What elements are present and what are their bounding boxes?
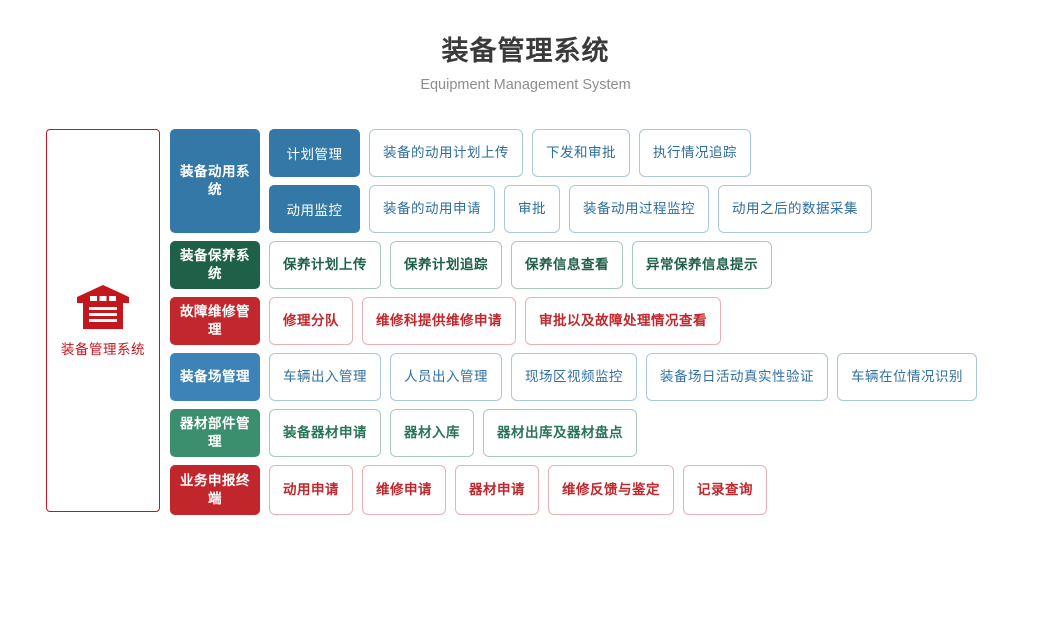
architecture-row: 故障维修管理修理分队维修科提供维修申请审批以及故障处理情况查看 xyxy=(170,297,977,345)
page-header: 装备管理系统 Equipment Management System xyxy=(0,34,1051,94)
warehouse-icon xyxy=(75,283,131,331)
item-box[interactable]: 装备的动用申请 xyxy=(369,185,495,233)
subgroup-line: 保养计划上传保养计划追踪保养信息查看异常保养信息提示 xyxy=(260,241,772,289)
item-box[interactable]: 车辆出入管理 xyxy=(269,353,381,401)
category-box[interactable]: 故障维修管理 xyxy=(170,297,260,345)
item-box[interactable]: 装备的动用计划上传 xyxy=(369,129,523,177)
subgroup-column: 装备器材申请器材入库器材出库及器材盘点 xyxy=(260,409,637,457)
page-subtitle: Equipment Management System xyxy=(420,77,631,93)
subgroup-line: 计划管理装备的动用计划上传下发和审批执行情况追踪 xyxy=(260,129,872,177)
architecture-row: 装备动用系统计划管理装备的动用计划上传下发和审批执行情况追踪动用监控装备的动用申… xyxy=(170,129,977,233)
item-box[interactable]: 装备器材申请 xyxy=(269,409,381,457)
subgroup-column: 动用申请维修申请器材申请维修反馈与鉴定记录查询 xyxy=(260,465,767,515)
category-box[interactable]: 装备场管理 xyxy=(170,353,260,401)
item-box[interactable]: 维修科提供维修申请 xyxy=(362,297,516,345)
item-box[interactable]: 器材申请 xyxy=(455,465,539,515)
item-box[interactable]: 维修反馈与鉴定 xyxy=(548,465,674,515)
item-box[interactable]: 保养计划上传 xyxy=(269,241,381,289)
architecture-row: 装备场管理车辆出入管理人员出入管理现场区视频监控装备场日活动真实性验证车辆在位情… xyxy=(170,353,977,401)
item-box[interactable]: 装备场日活动真实性验证 xyxy=(646,353,828,401)
item-box[interactable]: 现场区视频监控 xyxy=(511,353,637,401)
item-box[interactable]: 执行情况追踪 xyxy=(639,129,751,177)
item-box[interactable]: 保养计划追踪 xyxy=(390,241,502,289)
subgroup-column: 保养计划上传保养计划追踪保养信息查看异常保养信息提示 xyxy=(260,241,772,289)
item-box[interactable]: 记录查询 xyxy=(683,465,767,515)
subgroup-line: 动用监控装备的动用申请审批装备动用过程监控动用之后的数据采集 xyxy=(260,185,872,233)
subgroup-line: 修理分队维修科提供维修申请审批以及故障处理情况查看 xyxy=(260,297,721,345)
architecture-row: 业务申报终端动用申请维修申请器材申请维修反馈与鉴定记录查询 xyxy=(170,465,977,515)
item-box[interactable]: 保养信息查看 xyxy=(511,241,623,289)
category-box[interactable]: 装备保养系统 xyxy=(170,241,260,289)
architecture-row: 装备保养系统保养计划上传保养计划追踪保养信息查看异常保养信息提示 xyxy=(170,241,977,289)
item-box[interactable]: 审批 xyxy=(504,185,560,233)
page-title: 装备管理系统 xyxy=(441,36,610,66)
item-box[interactable]: 修理分队 xyxy=(269,297,353,345)
subgroup-line: 动用申请维修申请器材申请维修反馈与鉴定记录查询 xyxy=(260,465,767,515)
category-box[interactable]: 装备动用系统 xyxy=(170,129,260,233)
item-box[interactable]: 动用申请 xyxy=(269,465,353,515)
subcategory-box[interactable]: 计划管理 xyxy=(269,129,360,177)
subgroup-column: 计划管理装备的动用计划上传下发和审批执行情况追踪动用监控装备的动用申请审批装备动… xyxy=(260,129,872,233)
item-box[interactable]: 下发和审批 xyxy=(532,129,630,177)
system-panel-label: 装备管理系统 xyxy=(61,342,145,357)
item-box[interactable]: 装备动用过程监控 xyxy=(569,185,709,233)
category-box[interactable]: 业务申报终端 xyxy=(170,465,260,515)
architecture-row: 器材部件管理装备器材申请器材入库器材出库及器材盘点 xyxy=(170,409,977,457)
item-box[interactable]: 异常保养信息提示 xyxy=(632,241,772,289)
system-panel[interactable]: 装备管理系统 xyxy=(46,129,160,512)
item-box[interactable]: 器材入库 xyxy=(390,409,474,457)
architecture-rows: 装备动用系统计划管理装备的动用计划上传下发和审批执行情况追踪动用监控装备的动用申… xyxy=(170,129,977,523)
subcategory-box[interactable]: 动用监控 xyxy=(269,185,360,233)
item-box[interactable]: 审批以及故障处理情况查看 xyxy=(525,297,721,345)
subgroup-column: 修理分队维修科提供维修申请审批以及故障处理情况查看 xyxy=(260,297,721,345)
item-box[interactable]: 动用之后的数据采集 xyxy=(718,185,872,233)
subgroup-column: 车辆出入管理人员出入管理现场区视频监控装备场日活动真实性验证车辆在位情况识别 xyxy=(260,353,977,401)
category-box[interactable]: 器材部件管理 xyxy=(170,409,260,457)
item-box[interactable]: 器材出库及器材盘点 xyxy=(483,409,637,457)
item-box[interactable]: 车辆在位情况识别 xyxy=(837,353,977,401)
subgroup-line: 装备器材申请器材入库器材出库及器材盘点 xyxy=(260,409,637,457)
subgroup-line: 车辆出入管理人员出入管理现场区视频监控装备场日活动真实性验证车辆在位情况识别 xyxy=(260,353,977,401)
item-box[interactable]: 维修申请 xyxy=(362,465,446,515)
item-box[interactable]: 人员出入管理 xyxy=(390,353,502,401)
